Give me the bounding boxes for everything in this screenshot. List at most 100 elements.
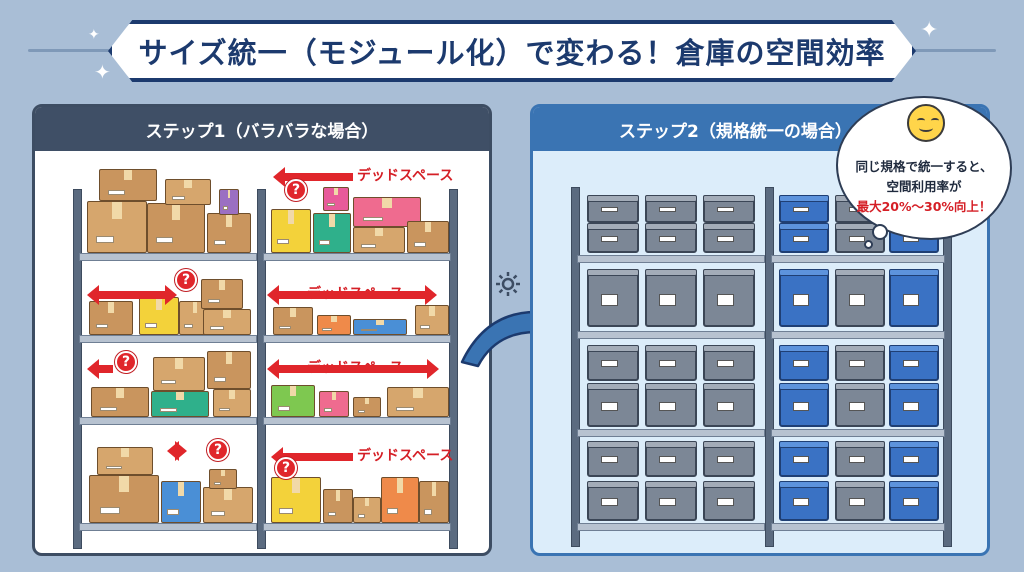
storage-bin xyxy=(835,441,885,477)
storage-bin xyxy=(703,345,755,381)
storage-bin xyxy=(835,481,885,521)
storage-bin xyxy=(889,269,939,327)
storage-box xyxy=(161,481,201,523)
red-arrow-icon xyxy=(87,359,113,379)
storage-box xyxy=(419,481,449,523)
storage-box xyxy=(387,387,449,417)
storage-bin xyxy=(889,383,939,427)
storage-box xyxy=(271,477,321,523)
storage-bin xyxy=(587,383,639,427)
storage-bin xyxy=(889,441,939,477)
question-mark-icon: ? xyxy=(207,439,229,461)
storage-box xyxy=(89,301,133,335)
storage-box xyxy=(273,307,313,335)
speech-bubble-tail xyxy=(872,224,888,240)
storage-box xyxy=(97,447,153,475)
storage-bin xyxy=(779,383,829,427)
storage-bin xyxy=(835,345,885,381)
storage-bin xyxy=(645,383,697,427)
storage-box xyxy=(323,489,353,523)
storage-box xyxy=(219,189,239,215)
storage-bin xyxy=(587,481,639,521)
red-arrow-icon xyxy=(273,167,353,187)
storage-bin xyxy=(587,195,639,223)
question-mark-icon: ? xyxy=(175,269,197,291)
shelf-plank xyxy=(79,335,257,343)
title-banner: サイズ統一（モジュール化）で変わる！倉庫の空間効率 xyxy=(108,20,916,82)
storage-bin xyxy=(779,195,829,223)
shelf-plank xyxy=(263,523,451,531)
storage-box xyxy=(313,213,351,253)
shelf-plank xyxy=(79,417,257,425)
shelf-plank xyxy=(771,255,945,263)
storage-bin xyxy=(645,441,697,477)
storage-box xyxy=(207,351,251,389)
storage-box xyxy=(87,201,147,253)
storage-box xyxy=(317,315,351,335)
storage-bin xyxy=(703,383,755,427)
red-arrow-icon xyxy=(267,285,437,305)
question-mark-icon: ? xyxy=(275,457,297,479)
step1-panel: ステップ1（バラバラな場合） デッドスペース?デッドスペースデッドスペース?デッ… xyxy=(32,104,492,556)
storage-bin xyxy=(889,481,939,521)
storage-bin xyxy=(703,441,755,477)
shelf-plank xyxy=(577,429,765,437)
step1-shelving: デッドスペース?デッドスペースデッドスペース?デッドスペース??? xyxy=(35,151,489,553)
banner-line-left xyxy=(28,49,120,52)
storage-box xyxy=(353,319,407,335)
step1-header: ステップ1（バラバラな場合） xyxy=(35,107,489,151)
gear-icon xyxy=(496,272,520,296)
sparkle-icon: ✦ xyxy=(920,18,939,43)
dead-space-label: デッドスペース xyxy=(357,168,454,184)
storage-bin xyxy=(779,345,829,381)
storage-box xyxy=(153,357,205,391)
storage-box xyxy=(139,297,179,335)
red-arrow-icon xyxy=(271,447,353,467)
shelf-plank xyxy=(771,429,945,437)
storage-box xyxy=(165,179,211,205)
storage-box xyxy=(407,221,449,253)
shelf-upright xyxy=(943,187,952,547)
storage-bin xyxy=(835,383,885,427)
red-arrow-icon xyxy=(167,441,187,461)
shelf-upright xyxy=(257,189,266,549)
storage-bin xyxy=(587,269,639,327)
storage-box xyxy=(271,385,315,417)
red-arrow-icon xyxy=(87,285,177,305)
shelf-plank xyxy=(263,253,451,261)
storage-box xyxy=(207,213,251,253)
question-mark-icon: ? xyxy=(115,351,137,373)
storage-bin xyxy=(835,269,885,327)
shelf-upright xyxy=(449,189,458,549)
storage-box xyxy=(271,209,311,253)
storage-box xyxy=(89,475,159,523)
shelf-upright xyxy=(571,187,580,547)
shelf-plank xyxy=(577,331,765,339)
storage-box xyxy=(353,397,381,417)
smiley-icon xyxy=(907,104,945,142)
red-arrow-icon xyxy=(267,359,439,379)
storage-bin xyxy=(703,269,755,327)
storage-bin xyxy=(889,345,939,381)
banner-line-right xyxy=(904,49,996,52)
storage-box xyxy=(99,169,157,201)
storage-bin xyxy=(587,345,639,381)
storage-box xyxy=(203,487,253,523)
shelf-plank xyxy=(577,255,765,263)
storage-box xyxy=(209,469,237,489)
storage-bin xyxy=(645,481,697,521)
storage-bin xyxy=(645,223,697,253)
storage-box xyxy=(353,227,405,253)
storage-bin xyxy=(587,223,639,253)
storage-bin xyxy=(835,223,885,253)
storage-bin xyxy=(703,481,755,521)
storage-box xyxy=(91,387,149,417)
sparkle-icon: ✦ xyxy=(88,27,100,43)
bubble-line-3: 最大20%～30%向上！ xyxy=(856,199,992,214)
storage-box xyxy=(201,279,243,309)
speech-bubble-tail xyxy=(864,240,873,249)
shelf-plank xyxy=(263,335,451,343)
storage-bin xyxy=(779,481,829,521)
storage-box xyxy=(381,477,419,523)
storage-box xyxy=(213,389,251,417)
